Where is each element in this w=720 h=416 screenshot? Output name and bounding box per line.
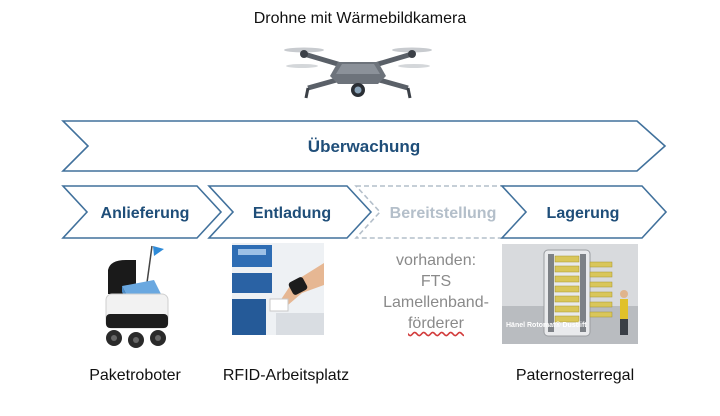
rfid-image [232,243,324,335]
available-heading: vorhanden: [395,252,477,269]
available-item: Lamellenband- [383,294,489,311]
monitoring-arrow [61,120,667,172]
robot-image [105,245,169,348]
available-block: vorhanden: FTS Lamellenband- förderer [356,250,516,334]
step-label-provision: Bereitstellung [390,205,497,222]
step-label-storage: Lagerung [547,205,620,222]
robot-label: Paketroboter [89,367,181,384]
available-item: FTS [420,273,452,290]
monitoring-label: Überwachung [308,137,420,156]
step-label-unloading: Entladung [253,205,331,222]
paternoster-label: Paternosterregal [515,367,635,384]
step-arrow-delivery [61,185,223,239]
paternoster-caption: Hänel Rotomat® Dustlift [506,322,587,329]
step-arrow-storage [500,185,668,239]
step-label-delivery: Anlieferung [101,205,190,222]
drone-title: Drohne mit Wärmebildkamera [253,10,467,27]
drone-image [284,47,432,99]
rfid-label: RFID-Arbeitsplatz [222,367,350,384]
available-item: förderer [407,315,465,332]
paternoster-image: Hänel Rotomat® Dustlift [502,244,638,344]
step-arrow-unloading [207,185,373,239]
